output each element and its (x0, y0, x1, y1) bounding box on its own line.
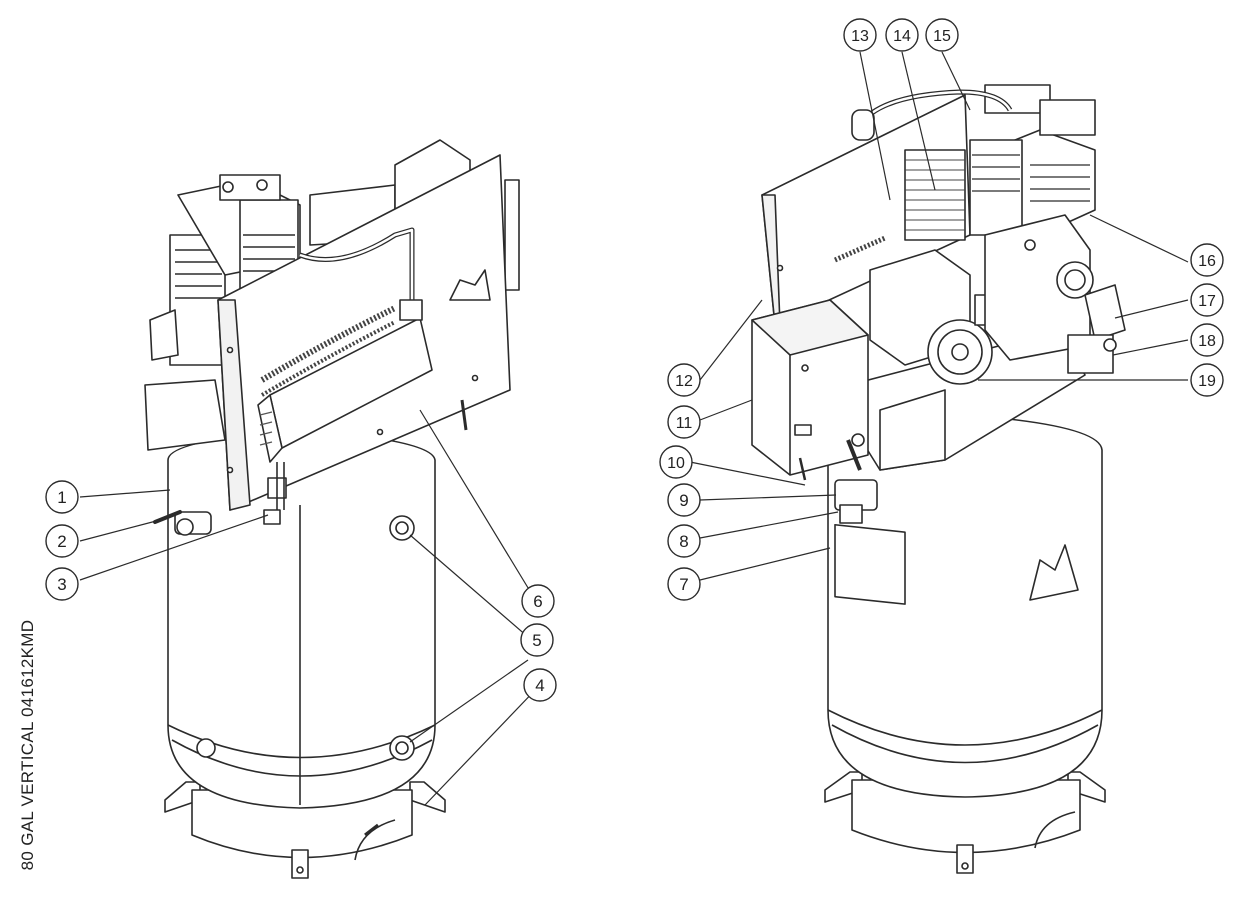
ball-valve (153, 510, 212, 536)
callout-10: 10 (659, 445, 693, 479)
callout-11: 11 (667, 405, 701, 439)
callout-1: 1 (45, 480, 79, 514)
callout-14: 14 (885, 18, 919, 52)
svg-text:5: 5 (532, 631, 541, 650)
svg-text:11: 11 (676, 415, 693, 432)
callout-16: 16 (1190, 243, 1224, 277)
callout-7: 7 (667, 567, 701, 601)
drawing-id-label: 80 GAL VERTICAL 041612KMD (18, 619, 37, 871)
svg-text:10: 10 (667, 455, 685, 472)
left-tank-feet (164, 781, 446, 813)
svg-text:14: 14 (893, 28, 911, 45)
right-pump (969, 84, 1096, 361)
callout-9: 9 (667, 483, 701, 517)
callout-4: 4 (523, 668, 557, 702)
svg-text:8: 8 (679, 532, 688, 551)
svg-text:18: 18 (1198, 333, 1216, 350)
right-tank-body (827, 414, 1103, 798)
svg-text:4: 4 (535, 676, 544, 695)
svg-text:1: 1 (57, 488, 66, 507)
callout-17: 17 (1190, 283, 1224, 317)
svg-text:12: 12 (675, 373, 693, 390)
svg-text:15: 15 (933, 28, 951, 45)
left-deck (144, 379, 226, 451)
right-compressor-view (751, 84, 1126, 874)
callout-5a: 5 (520, 623, 554, 657)
callout-19: 19 (1190, 363, 1224, 397)
callout-18: 18 (1190, 323, 1224, 357)
svg-text:2: 2 (57, 532, 66, 551)
svg-text:17: 17 (1198, 293, 1216, 310)
callout-13: 13 (843, 18, 877, 52)
callout-8: 8 (667, 524, 701, 558)
svg-text:13: 13 (851, 28, 869, 45)
solenoid-valve (834, 433, 878, 524)
svg-text:6: 6 (533, 592, 542, 611)
svg-text:9: 9 (679, 491, 688, 510)
callout-12: 12 (667, 363, 701, 397)
callout-bubbles: 1 2 3 4 5 6 7 8 9 10 11 12 13 14 15 16 1… (45, 18, 1224, 702)
svg-text:7: 7 (679, 575, 688, 594)
svg-text:3: 3 (57, 575, 66, 594)
callout-3: 3 (45, 567, 79, 601)
right-motor (869, 249, 996, 385)
control-box (751, 299, 869, 476)
pressure-switch-assembly (1067, 284, 1126, 374)
svg-text:19: 19 (1198, 373, 1216, 390)
left-compressor-view (144, 139, 520, 879)
leader-lines (79, 51, 1189, 806)
callout-15: 15 (925, 18, 959, 52)
callout-6: 6 (521, 584, 555, 618)
left-tank-ports (196, 515, 415, 761)
svg-text:16: 16 (1198, 253, 1216, 270)
callout-2: 2 (45, 524, 79, 558)
